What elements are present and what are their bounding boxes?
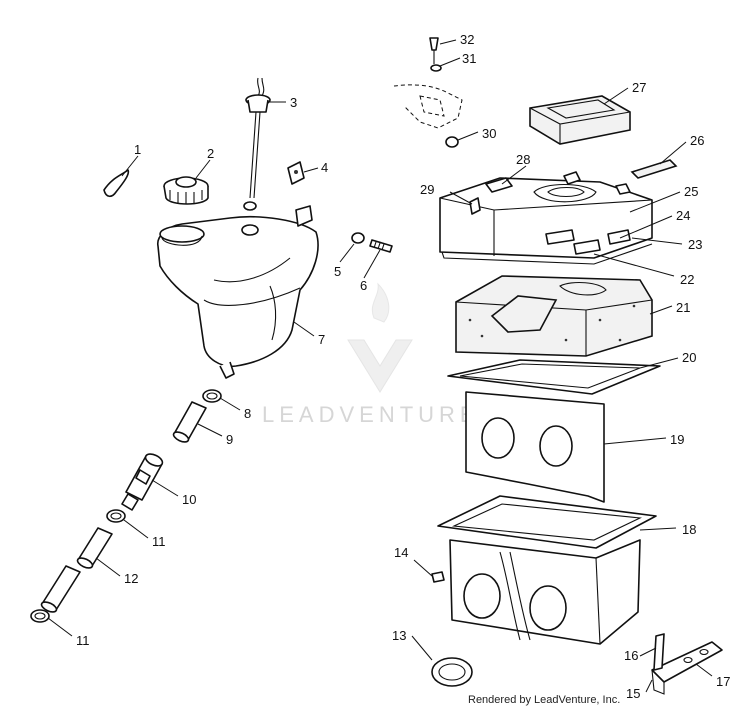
callout-1: 1: [134, 142, 141, 157]
watermark-text: LEADVENTURE: [262, 402, 480, 427]
part-31-washer: [430, 64, 442, 72]
callout-7: 7: [318, 332, 325, 347]
frame-mount-reference: [393, 84, 463, 129]
part-11-hose-clamp: [106, 509, 126, 523]
part-2-fuel-cap: [163, 176, 209, 205]
part-30-grommet: [445, 136, 459, 148]
callout-12: 12: [124, 571, 138, 586]
callout-30: 30: [482, 126, 496, 141]
callout-8: 8: [244, 406, 251, 421]
callout-6: 6: [360, 278, 367, 293]
callout-28: 28: [516, 152, 530, 167]
part-27-foam-pad: [529, 95, 631, 145]
callout-4: 4: [321, 160, 328, 175]
callout-17: 17: [716, 674, 730, 689]
part-21-foam-air-filter: [455, 275, 653, 357]
callout-11: 11: [152, 534, 166, 549]
part-17-mounting-bracket: [651, 641, 723, 695]
leader-lines: [47, 39, 713, 693]
part-19-filter-plate: [465, 391, 605, 503]
part-25-airbox-lid: [439, 171, 653, 265]
part-10-fuel-valve: [121, 453, 164, 511]
part-29-clip: [469, 197, 481, 215]
callout-11-lower: 11: [76, 633, 90, 648]
part-5-washer: [351, 232, 365, 244]
leadventure-watermark-logo: [347, 282, 413, 393]
part-9-fuel-hose: [172, 401, 207, 443]
part-16-strap: [653, 633, 665, 671]
part-14-screw: [431, 571, 445, 583]
part-18-airbox-base: [437, 495, 657, 645]
part-13-seal-ring: [431, 657, 473, 687]
callout-29: 29: [420, 182, 434, 197]
callout-22: 22: [680, 272, 694, 287]
callout-23: 23: [688, 237, 702, 252]
callout-14: 14: [394, 545, 408, 560]
callout-3: 3: [290, 95, 297, 110]
callout-24: 24: [676, 208, 690, 223]
part-6-bolt: [369, 239, 393, 253]
part-26-foam-strip: [630, 159, 678, 179]
callout-27: 27: [632, 80, 646, 95]
part-7-fuel-tank: [157, 205, 319, 379]
callout-32: 32: [460, 32, 474, 47]
part-32-screw: [429, 37, 439, 64]
callout-5: 5: [334, 264, 341, 279]
callout-15: 15: [626, 686, 640, 701]
callout-20: 20: [682, 350, 696, 365]
callout-26: 26: [690, 133, 704, 148]
callout-9: 9: [226, 432, 233, 447]
render-credit: Rendered by LeadVenture, Inc.: [468, 694, 620, 706]
part-1-vent-hose: [103, 169, 130, 198]
callout-18: 18: [682, 522, 696, 537]
callout-13: 13: [392, 628, 406, 643]
part-11-lower-hose-clamp: [30, 609, 50, 623]
callout-16: 16: [624, 648, 638, 663]
callout-21: 21: [676, 300, 690, 315]
callout-25: 25: [684, 184, 698, 199]
part-3-fuel-gauge: [243, 77, 271, 211]
callout-10: 10: [182, 492, 196, 507]
callout-19: 19: [670, 432, 684, 447]
part-12-fuel-hose: [40, 527, 113, 613]
callout-31: 31: [462, 51, 476, 66]
callout-2: 2: [207, 146, 214, 161]
part-8-hose-clamp: [202, 389, 222, 403]
